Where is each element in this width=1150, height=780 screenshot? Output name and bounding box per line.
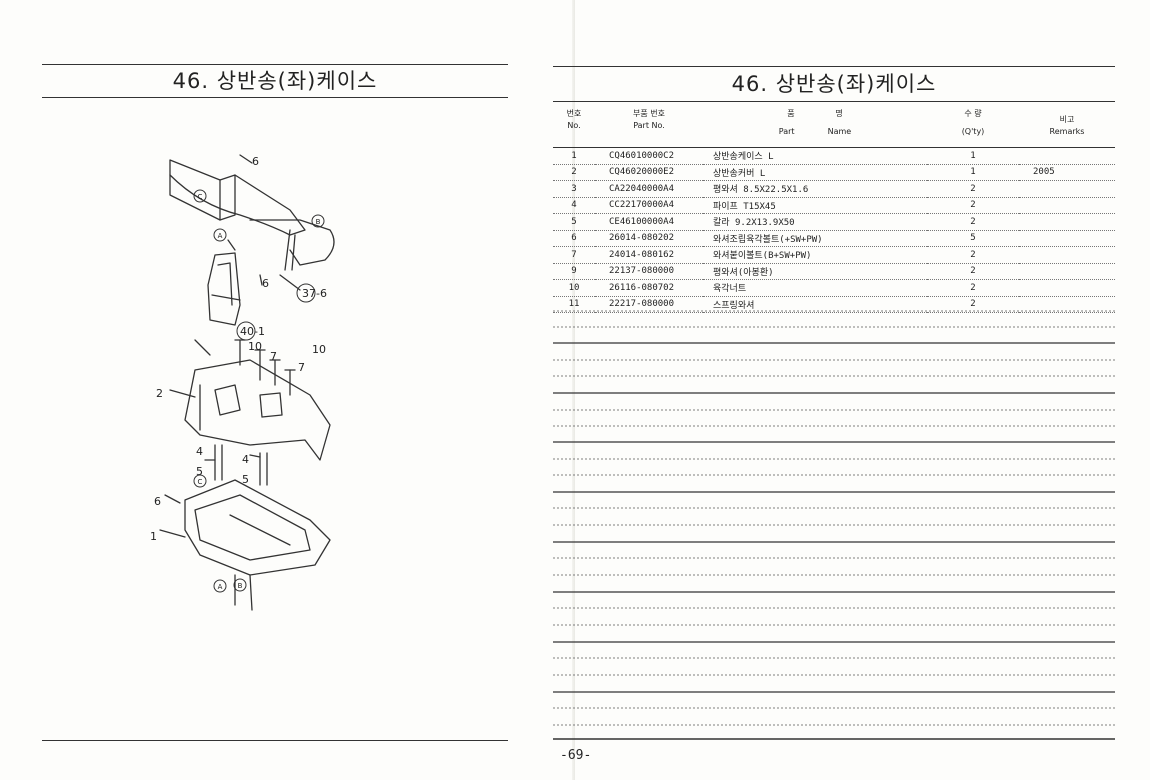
callout-5-b: 5 [242,473,249,486]
table-row: 6 26014-080202 와셔조립육각볼트(+SW+PW) 5 [553,230,1115,247]
exploded-parts-diagram: 6 6 37-6 40-1 10 7 10 7 2 4 5 4 5 6 1 [150,154,335,611]
page-number: -69- [560,748,592,763]
callout-10-a: 10 [248,340,262,353]
callout-7-a: 7 [270,350,277,363]
table-row: 4 CC22170000A4 파이프 T15X45 2 [553,197,1115,214]
circle-letter-a-bottom: A [218,583,223,591]
circle-letter-c-bottom: C [198,478,203,486]
bottom-rule-left [42,740,508,741]
callout-40-1: 40-1 [240,325,265,338]
circle-letter-c-top: C [198,193,203,201]
empty-table-lines [553,310,1115,740]
callout-6-bottom: 6 [154,495,161,508]
parts-table-header: 번호 No. 부품 번호 Part No. 품 명 Part Name 수 량 … [553,104,1115,148]
callout-10-b: 10 [312,343,326,356]
table-row: 7 24014-080162 와셔붙이볼트(B+SW+PW) 2 [553,246,1115,264]
header-part-no: 부품 번호 Part No. [595,104,703,148]
callout-37-6: 37-6 [302,287,327,300]
table-row: 11 22217-080000 스프링와셔 2 [553,296,1115,313]
table-row: 3 CA22040000A4 평와셔 8.5X22.5X1.6 2 [553,180,1115,198]
callout-5-a: 5 [196,465,203,478]
callout-4-b: 4 [242,453,249,466]
table-row: 9 22137-080000 평와셔(아봉환) 2 [553,263,1115,280]
header-no: 번호 No. [553,104,595,148]
circle-letter-a-top: A [218,232,223,240]
table-row: 2 CQ46020000E2 상반송커버 L 1 2005 [553,164,1115,181]
table-row: 5 CE46100000A4 칼라 9.2X13.9X50 2 [553,213,1115,231]
table-row: 10 26116-080702 육각너트 2 [553,279,1115,297]
table-row: 1 CQ46010000C2 상반송케이스 L 1 [553,147,1115,165]
circle-letter-b-bottom: B [238,582,243,590]
callout-1: 1 [150,530,157,543]
callout-6-mid: 6 [262,277,269,290]
header-part-name: 품 명 Part Name [703,104,927,148]
header-remarks: 비고 Remarks [1019,104,1115,148]
callout-4-a: 4 [196,445,203,458]
page-title-right: 46. 상반송(좌)케이스 [553,66,1115,102]
callout-7-b: 7 [298,361,305,374]
callout-2: 2 [156,387,163,400]
left-page: 46. 상반송(좌)케이스 [42,64,508,741]
callout-6-top: 6 [252,155,259,168]
page-title-left: 46. 상반송(좌)케이스 [42,64,508,98]
header-qty: 수 량 (Q'ty) [927,104,1019,148]
circle-letter-b-top: B [316,218,321,226]
parts-table: 번호 No. 부품 번호 Part No. 품 명 Part Name 수 량 … [553,104,1115,313]
